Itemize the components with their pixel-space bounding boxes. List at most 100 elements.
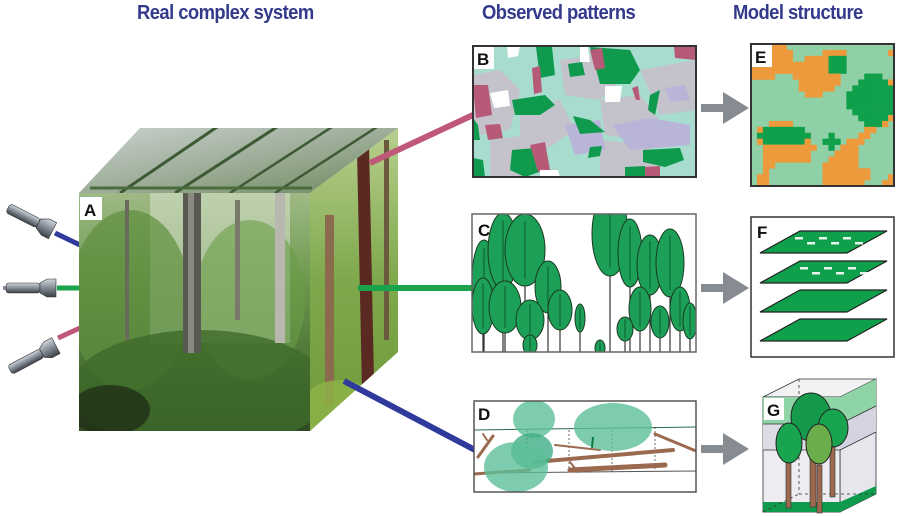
grid-cell bbox=[864, 85, 871, 92]
grid-cell bbox=[798, 61, 805, 68]
grid-cell bbox=[852, 91, 859, 98]
grid-cell bbox=[834, 49, 841, 57]
grid-cell bbox=[828, 55, 835, 63]
grid-cell bbox=[882, 115, 889, 122]
header-real-complex-system: Real complex system bbox=[137, 2, 314, 24]
gap-patch bbox=[812, 272, 820, 275]
grid-cell bbox=[810, 61, 817, 68]
grid-cell bbox=[858, 79, 865, 86]
grid-cell bbox=[751, 67, 758, 74]
grid-cell bbox=[798, 138, 805, 145]
panel-d-frame bbox=[473, 400, 697, 493]
tree-crown bbox=[775, 422, 803, 464]
grid-cell bbox=[780, 61, 788, 68]
grid-cell bbox=[882, 109, 889, 116]
grid-cell bbox=[786, 55, 794, 63]
grid-cell bbox=[864, 79, 871, 86]
grid-cell bbox=[810, 55, 817, 63]
grid-cell bbox=[798, 156, 805, 163]
grid-cell bbox=[816, 79, 823, 86]
grid-cell bbox=[792, 126, 799, 134]
grid-cell bbox=[822, 49, 829, 57]
grid-cell bbox=[762, 168, 770, 175]
grid-cell bbox=[810, 91, 817, 98]
grid-cell bbox=[840, 61, 847, 68]
grid-cell bbox=[888, 180, 894, 186]
model-layers bbox=[759, 230, 888, 342]
grid-cell bbox=[768, 132, 776, 139]
connector-blue-to-d bbox=[342, 378, 477, 453]
grid-cell bbox=[864, 132, 871, 139]
grid-cell bbox=[786, 156, 794, 163]
grid-cell bbox=[828, 138, 835, 145]
cube-top-face bbox=[79, 128, 398, 193]
grid-cell bbox=[774, 49, 782, 57]
grid-cell bbox=[774, 150, 782, 157]
arrow-d-to-g bbox=[701, 433, 749, 465]
grid-cell bbox=[780, 67, 788, 74]
grid-cell bbox=[762, 67, 770, 74]
tree-profiles bbox=[472, 214, 696, 352]
grid-cell bbox=[804, 79, 811, 86]
grid-cell bbox=[768, 162, 776, 169]
crown-deadwood-content bbox=[474, 401, 696, 492]
grid-cell bbox=[840, 174, 847, 181]
grid-cell bbox=[786, 67, 794, 74]
panel-b-frame bbox=[472, 45, 697, 178]
grid-cell bbox=[858, 97, 865, 104]
grid-cell bbox=[768, 44, 776, 51]
grid-cell bbox=[852, 162, 859, 169]
grid-cell bbox=[888, 109, 894, 116]
grid-cell bbox=[840, 49, 847, 57]
mosaic-patches bbox=[473, 46, 696, 177]
panel-c-frame bbox=[471, 213, 697, 353]
grid-cell bbox=[864, 126, 871, 134]
panel-d-crowns-deadwood: D bbox=[473, 400, 697, 493]
grid-cell bbox=[816, 73, 823, 80]
grid-cell bbox=[822, 61, 829, 68]
grid-cell bbox=[882, 103, 889, 110]
grid-cell bbox=[780, 126, 788, 134]
grid-cell bbox=[768, 138, 776, 145]
grid-cell bbox=[858, 85, 865, 92]
grid-cell bbox=[888, 174, 894, 181]
grid-cell bbox=[804, 132, 811, 139]
grid-cell bbox=[762, 162, 770, 169]
grid-cell bbox=[756, 67, 764, 74]
grid-cell bbox=[882, 91, 889, 98]
flashlight-green bbox=[3, 278, 80, 298]
grid-cell bbox=[834, 55, 841, 63]
grid-cell bbox=[876, 103, 883, 110]
grid-cell bbox=[846, 162, 853, 169]
grid-cell bbox=[768, 67, 776, 74]
grid-cell bbox=[798, 126, 805, 134]
model-layer bbox=[759, 318, 888, 342]
grid-cell bbox=[822, 174, 829, 181]
grid-cell bbox=[774, 55, 782, 63]
gap-patch bbox=[824, 267, 832, 270]
crown-ellipse bbox=[484, 442, 548, 492]
panel-c-tree-profiles: C bbox=[471, 213, 697, 353]
g-ground-side bbox=[840, 486, 876, 512]
grid-cell bbox=[846, 156, 853, 163]
grid-cell bbox=[792, 156, 799, 163]
grid-cell bbox=[858, 168, 865, 175]
grid-cell bbox=[792, 150, 799, 157]
tree-trunk bbox=[785, 459, 792, 509]
grid-cell bbox=[762, 73, 770, 80]
g-ground-front bbox=[763, 502, 840, 512]
grid-cell bbox=[852, 109, 859, 116]
grid-cell bbox=[780, 44, 788, 51]
grid-cell bbox=[774, 132, 782, 139]
grid-cell bbox=[751, 73, 758, 80]
grid-cell bbox=[876, 97, 883, 104]
grid-cell bbox=[768, 73, 776, 80]
grid-cell bbox=[816, 61, 823, 68]
grid-cell bbox=[852, 97, 859, 104]
grid-cell bbox=[780, 132, 788, 139]
grid-cell bbox=[804, 91, 811, 98]
grid-cell bbox=[768, 61, 776, 68]
grid-cell bbox=[870, 73, 877, 80]
grid-cell bbox=[756, 138, 764, 145]
grid-cell bbox=[840, 168, 847, 175]
